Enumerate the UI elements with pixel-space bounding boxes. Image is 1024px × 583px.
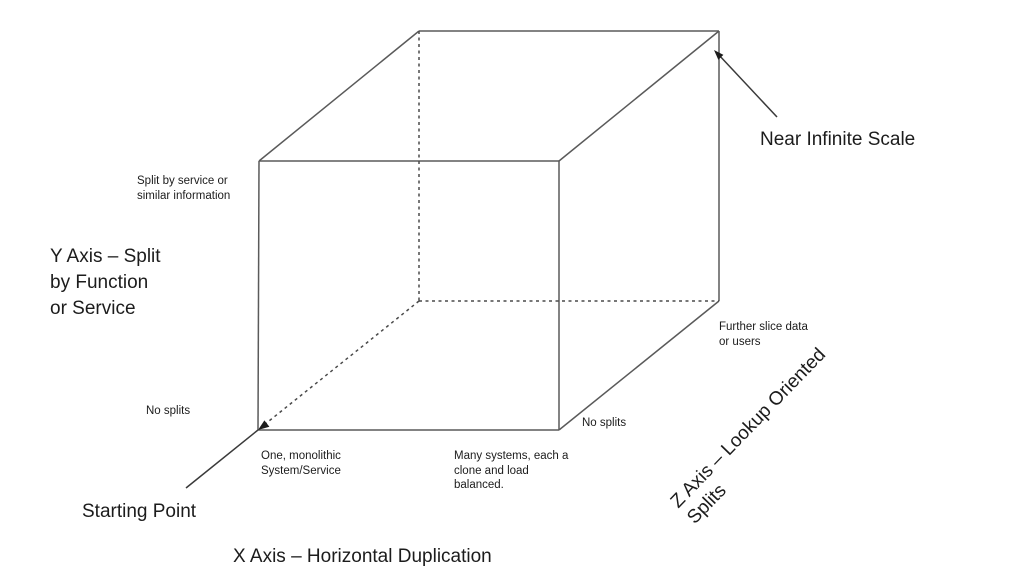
cube-bottom-right-diagonal-edge <box>558 300 720 431</box>
x-axis-origin-note: One, monolithic System/Service <box>261 450 341 477</box>
x-axis-end-note: Many systems, each a clone and load bala… <box>454 450 569 491</box>
y-axis-label: Y Axis – Split by Function or Service <box>50 246 161 319</box>
x-axis-label: X Axis – Horizontal Duplication <box>233 546 492 567</box>
near-infinite-scale-arrow-line <box>717 53 778 118</box>
z-axis-no-splits-note: No splits <box>582 417 627 429</box>
origin-arrowhead <box>258 420 270 430</box>
near-infinite-scale-label: Near Infinite Scale <box>760 129 916 150</box>
y-axis-no-splits-note: No splits <box>146 405 191 417</box>
y-axis-top-note: Split by service or similar information <box>137 175 231 202</box>
cube-front-left-edge <box>257 160 260 431</box>
cube-hidden-z-diagonal-edge <box>263 300 420 426</box>
near-infinite-scale-arrowhead <box>714 50 724 60</box>
starting-point-label: Starting Point <box>82 501 197 522</box>
starting-point-line <box>185 429 259 489</box>
z-axis-end-note: Further slice data or users <box>719 321 808 348</box>
cube-top-right-diagonal-edge <box>558 30 720 162</box>
cube-top-left-diagonal-edge <box>258 30 420 162</box>
